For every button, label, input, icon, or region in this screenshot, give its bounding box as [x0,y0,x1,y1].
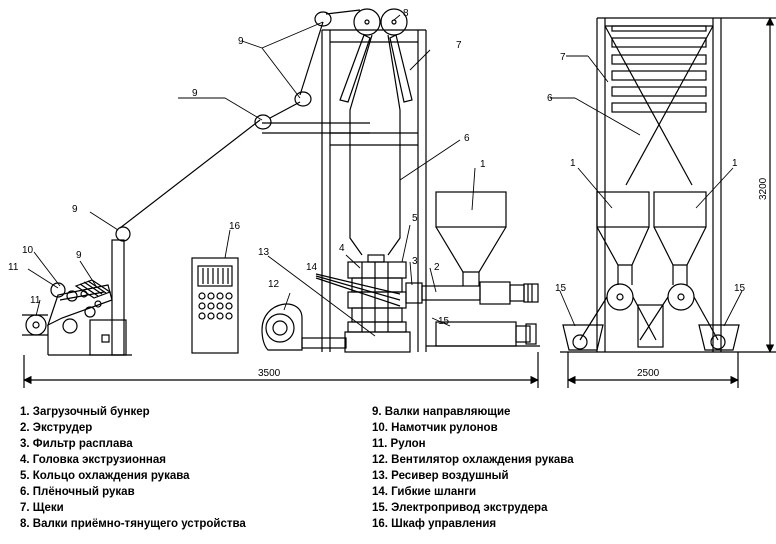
legend-item: 13. Ресивер воздушный [372,470,509,482]
label-1-side-left: 1 [570,158,576,169]
legend-item: 4. Головка экструзионная [20,454,166,466]
legend-item: 9. Валки направляющие [372,406,511,418]
label-6: 6 [464,133,470,144]
dimension-line-side-height [721,17,776,353]
label-13: 13 [258,247,270,258]
dimension-line-front [23,352,539,388]
label-5: 5 [412,213,418,224]
legend-item: 3. Фильтр расплава [20,438,133,450]
label-7: 7 [456,40,462,51]
label-6-side: 6 [547,93,553,104]
label-4: 4 [339,243,345,254]
die-head-stack [344,254,411,353]
tower-frame [321,29,427,352]
extruder-barrel [421,281,539,305]
legend-item: 5. Кольцо охлаждения рукава [20,470,190,482]
legend-left-column: 1. Загрузочный бункер 2. Экструдер 3. Фи… [20,404,246,532]
legend-item: 8. Валки приёмно-тянущего устройства [20,518,246,530]
side-collapsing-frames [611,25,707,113]
legend-right-column: 9. Валки направляющие 10. Намотчик рулон… [372,404,574,532]
film-bubble [349,34,401,256]
winder-unit [22,226,132,356]
label-9-top: 9 [238,36,244,47]
leader-lines-front [27,14,476,337]
legend-item: 10. Намотчик рулонов [372,422,498,434]
label-7-side: 7 [560,52,566,63]
legend-item: 11. Рулон [372,438,426,450]
legend-item: 14. Гибкие шланги [372,486,477,498]
nip-rolls [353,8,408,36]
side-pulleys [579,283,719,348]
label-9-middle: 9 [192,88,198,99]
dimension-line-side-width [567,352,739,388]
legend-item: 2. Экструдер [20,422,93,434]
legend-item: 15. Электропривод экструдера [372,502,548,514]
dimension-3200: 3200 [758,177,769,200]
film-path [119,9,370,229]
callout-labels: 8 7 6 1 5 4 3 2 15 13 14 12 16 9 9 9 9 1… [8,8,769,379]
legend-item: 12. Вентилятор охлаждения рукава [372,454,574,466]
label-16: 16 [229,221,241,232]
hopper [435,191,507,286]
legend-item: 7. Щеки [20,502,64,514]
legend-item: 1. Загрузочный бункер [20,406,150,418]
dimension-3500: 3500 [258,368,281,379]
side-tower-frame [596,17,722,352]
extruder-drive [426,321,540,347]
label-15-side-left: 15 [555,283,567,294]
side-hoppers [596,191,707,285]
melt-filter [405,282,423,304]
label-9-lower: 9 [72,204,78,215]
legend-item: 16. Шкаф управления [372,518,497,530]
control-cabinet [191,257,239,354]
label-11-upper: 11 [8,262,19,273]
label-15-side-right: 15 [734,283,746,294]
label-2: 2 [434,262,440,273]
label-3: 3 [412,256,418,267]
side-view [550,17,776,388]
label-14: 14 [306,262,318,273]
front-view [22,8,540,388]
collapsing-frames [339,34,413,103]
label-1-side-right: 1 [732,158,738,169]
label-8: 8 [403,8,409,19]
label-10: 10 [22,245,34,256]
label-9-winder: 9 [76,250,82,261]
leader-lines-side [550,55,743,327]
hoses [315,273,401,307]
side-drive-motors [560,324,742,353]
blower [261,303,347,351]
legend-item: 6. Плёночный рукав [20,486,135,498]
label-11-lower: 11 [30,295,41,306]
label-15: 15 [438,316,450,327]
dimension-2500: 2500 [637,368,660,379]
label-1: 1 [480,159,486,170]
label-12: 12 [268,279,280,290]
extrusion-line-drawing: 8 7 6 1 5 4 3 2 15 13 14 12 16 9 9 9 9 1… [8,8,776,388]
